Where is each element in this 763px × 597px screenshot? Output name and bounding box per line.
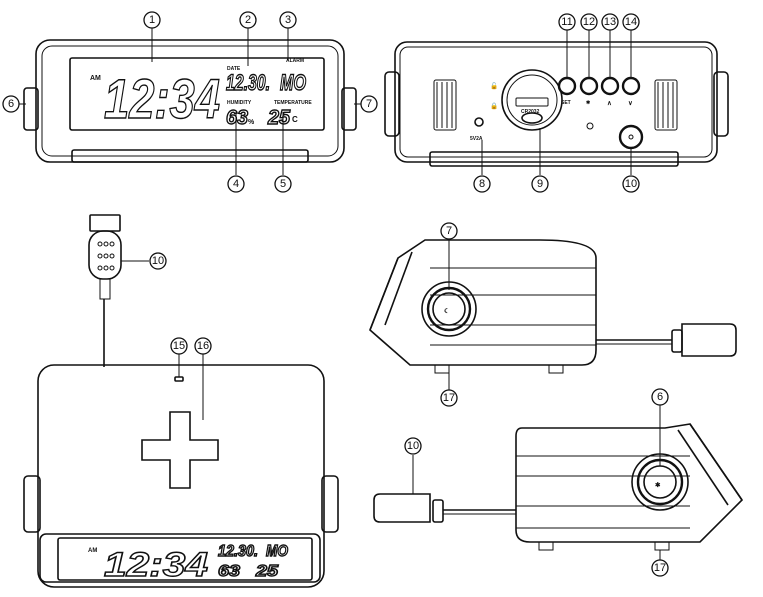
svg-text:10: 10 xyxy=(152,255,164,267)
lock-icon: 🔒 xyxy=(490,102,498,110)
callout-13: 13 xyxy=(601,13,619,31)
callout-6-front: 6 xyxy=(2,95,20,113)
callout-1: 1 xyxy=(143,11,161,29)
svg-text:2: 2 xyxy=(245,14,251,26)
down-button[interactable] xyxy=(621,76,641,96)
left-vent xyxy=(433,79,457,131)
callout-2: 2 xyxy=(239,11,257,29)
callout-3: 3 xyxy=(279,11,297,29)
callout-7-front: 7 xyxy=(360,95,378,113)
top-day-display: MO xyxy=(266,543,288,560)
moon-icon: ☾ xyxy=(444,307,450,315)
light-icon: ✱ xyxy=(586,100,591,106)
callout-4: 4 xyxy=(227,175,245,193)
battery-compartment[interactable] xyxy=(501,69,563,131)
svg-text:15: 15 xyxy=(173,340,185,352)
svg-text:10: 10 xyxy=(625,178,637,190)
light-button[interactable] xyxy=(579,76,599,96)
humidity-unit: % xyxy=(248,119,255,126)
callout-17-side: 17 xyxy=(440,389,458,407)
callout-9: 9 xyxy=(531,175,549,193)
alarm-label: ALARM xyxy=(286,58,304,64)
date-display: 12.30. xyxy=(226,70,270,95)
sun-icon: ✱ xyxy=(655,481,661,489)
svg-text:16: 16 xyxy=(197,340,209,352)
svg-text:6: 6 xyxy=(657,391,663,403)
svg-text:7: 7 xyxy=(446,225,452,237)
temperature-label: TEMPERATURE xyxy=(274,100,312,106)
usb-plug xyxy=(89,214,121,232)
svg-text:3: 3 xyxy=(285,14,291,26)
svg-text:8: 8 xyxy=(479,178,485,190)
svg-text:10: 10 xyxy=(407,440,419,452)
top-date-display: 12.30. xyxy=(218,543,258,560)
charging-cable-port[interactable] xyxy=(618,124,644,150)
svg-text:6: 6 xyxy=(8,98,14,110)
snooze-button[interactable] xyxy=(432,292,466,326)
temperature-display: 25 xyxy=(267,107,291,129)
unlock-icon: 🔓 xyxy=(490,82,498,90)
top-temperature-display: 25 xyxy=(255,563,280,580)
date-label: DATE xyxy=(227,66,241,72)
charging-indicator-led xyxy=(174,376,184,382)
svg-text:17: 17 xyxy=(443,392,455,404)
callout-16: 16 xyxy=(194,337,212,355)
top-time-display: 12:34 xyxy=(104,546,208,584)
callout-8: 8 xyxy=(473,175,491,193)
power-port[interactable] xyxy=(474,117,484,127)
down-label: ∨ xyxy=(628,100,633,107)
battery-label: CR2032 xyxy=(521,109,540,115)
svg-text:9: 9 xyxy=(537,178,543,190)
svg-text:12: 12 xyxy=(583,16,595,28)
humidity-label: HUMIDITY xyxy=(227,100,252,106)
top-am-indicator: AM xyxy=(88,548,97,554)
top-view: AM 12:34 12.30. MO 63 25 xyxy=(23,214,339,588)
time-display: 12:34 xyxy=(104,67,220,130)
humidity-display: 63 xyxy=(226,107,248,129)
front-lcd-screen xyxy=(69,57,325,131)
up-button[interactable] xyxy=(600,76,620,96)
callout-10-plug: 10 xyxy=(149,252,167,270)
svg-text:1: 1 xyxy=(149,14,155,26)
set-button[interactable] xyxy=(557,76,577,96)
svg-text:5: 5 xyxy=(280,178,286,190)
callout-14: 14 xyxy=(622,13,640,31)
callout-6-side: 6 xyxy=(651,388,669,406)
callout-17-left: 17 xyxy=(651,559,669,577)
svg-text:7: 7 xyxy=(366,98,372,110)
set-label: SET xyxy=(561,100,571,106)
sensor-hole xyxy=(586,122,594,130)
up-label: ∧ xyxy=(607,100,612,107)
temperature-unit: C xyxy=(292,115,298,124)
callout-12: 12 xyxy=(580,13,598,31)
callout-10-back: 10 xyxy=(622,175,640,193)
side-view-left: ✱ xyxy=(373,405,744,560)
back-view: CR2032 🔓 🔒 5V2A SET ✱ ∧ ∨ xyxy=(384,30,729,175)
callout-11: 11 xyxy=(558,13,576,31)
callout-15: 15 xyxy=(170,337,188,355)
front-view: AM 12:34 DATE ALARM 12.30. MO HUMIDITY T… xyxy=(19,28,361,175)
day-display: MO xyxy=(280,70,306,95)
svg-text:17: 17 xyxy=(654,562,666,574)
right-vent xyxy=(654,79,678,131)
am-indicator: AM xyxy=(90,75,101,82)
side-view-right: ☾ xyxy=(369,239,737,390)
top-humidity-display: 63 xyxy=(218,563,240,580)
callout-5: 5 xyxy=(274,175,292,193)
svg-text:13: 13 xyxy=(604,16,616,28)
power-label: 5V2A xyxy=(470,136,483,142)
svg-text:4: 4 xyxy=(233,178,239,190)
callout-7-side: 7 xyxy=(440,222,458,240)
callouts: 1 2 3 4 5 6 7 8 9 10 11 12 13 14 10 15 1… xyxy=(2,11,669,577)
callout-10-side: 10 xyxy=(404,437,422,455)
wireless-charging-pad[interactable] xyxy=(141,411,219,489)
svg-text:11: 11 xyxy=(561,16,572,28)
svg-text:14: 14 xyxy=(625,16,637,28)
